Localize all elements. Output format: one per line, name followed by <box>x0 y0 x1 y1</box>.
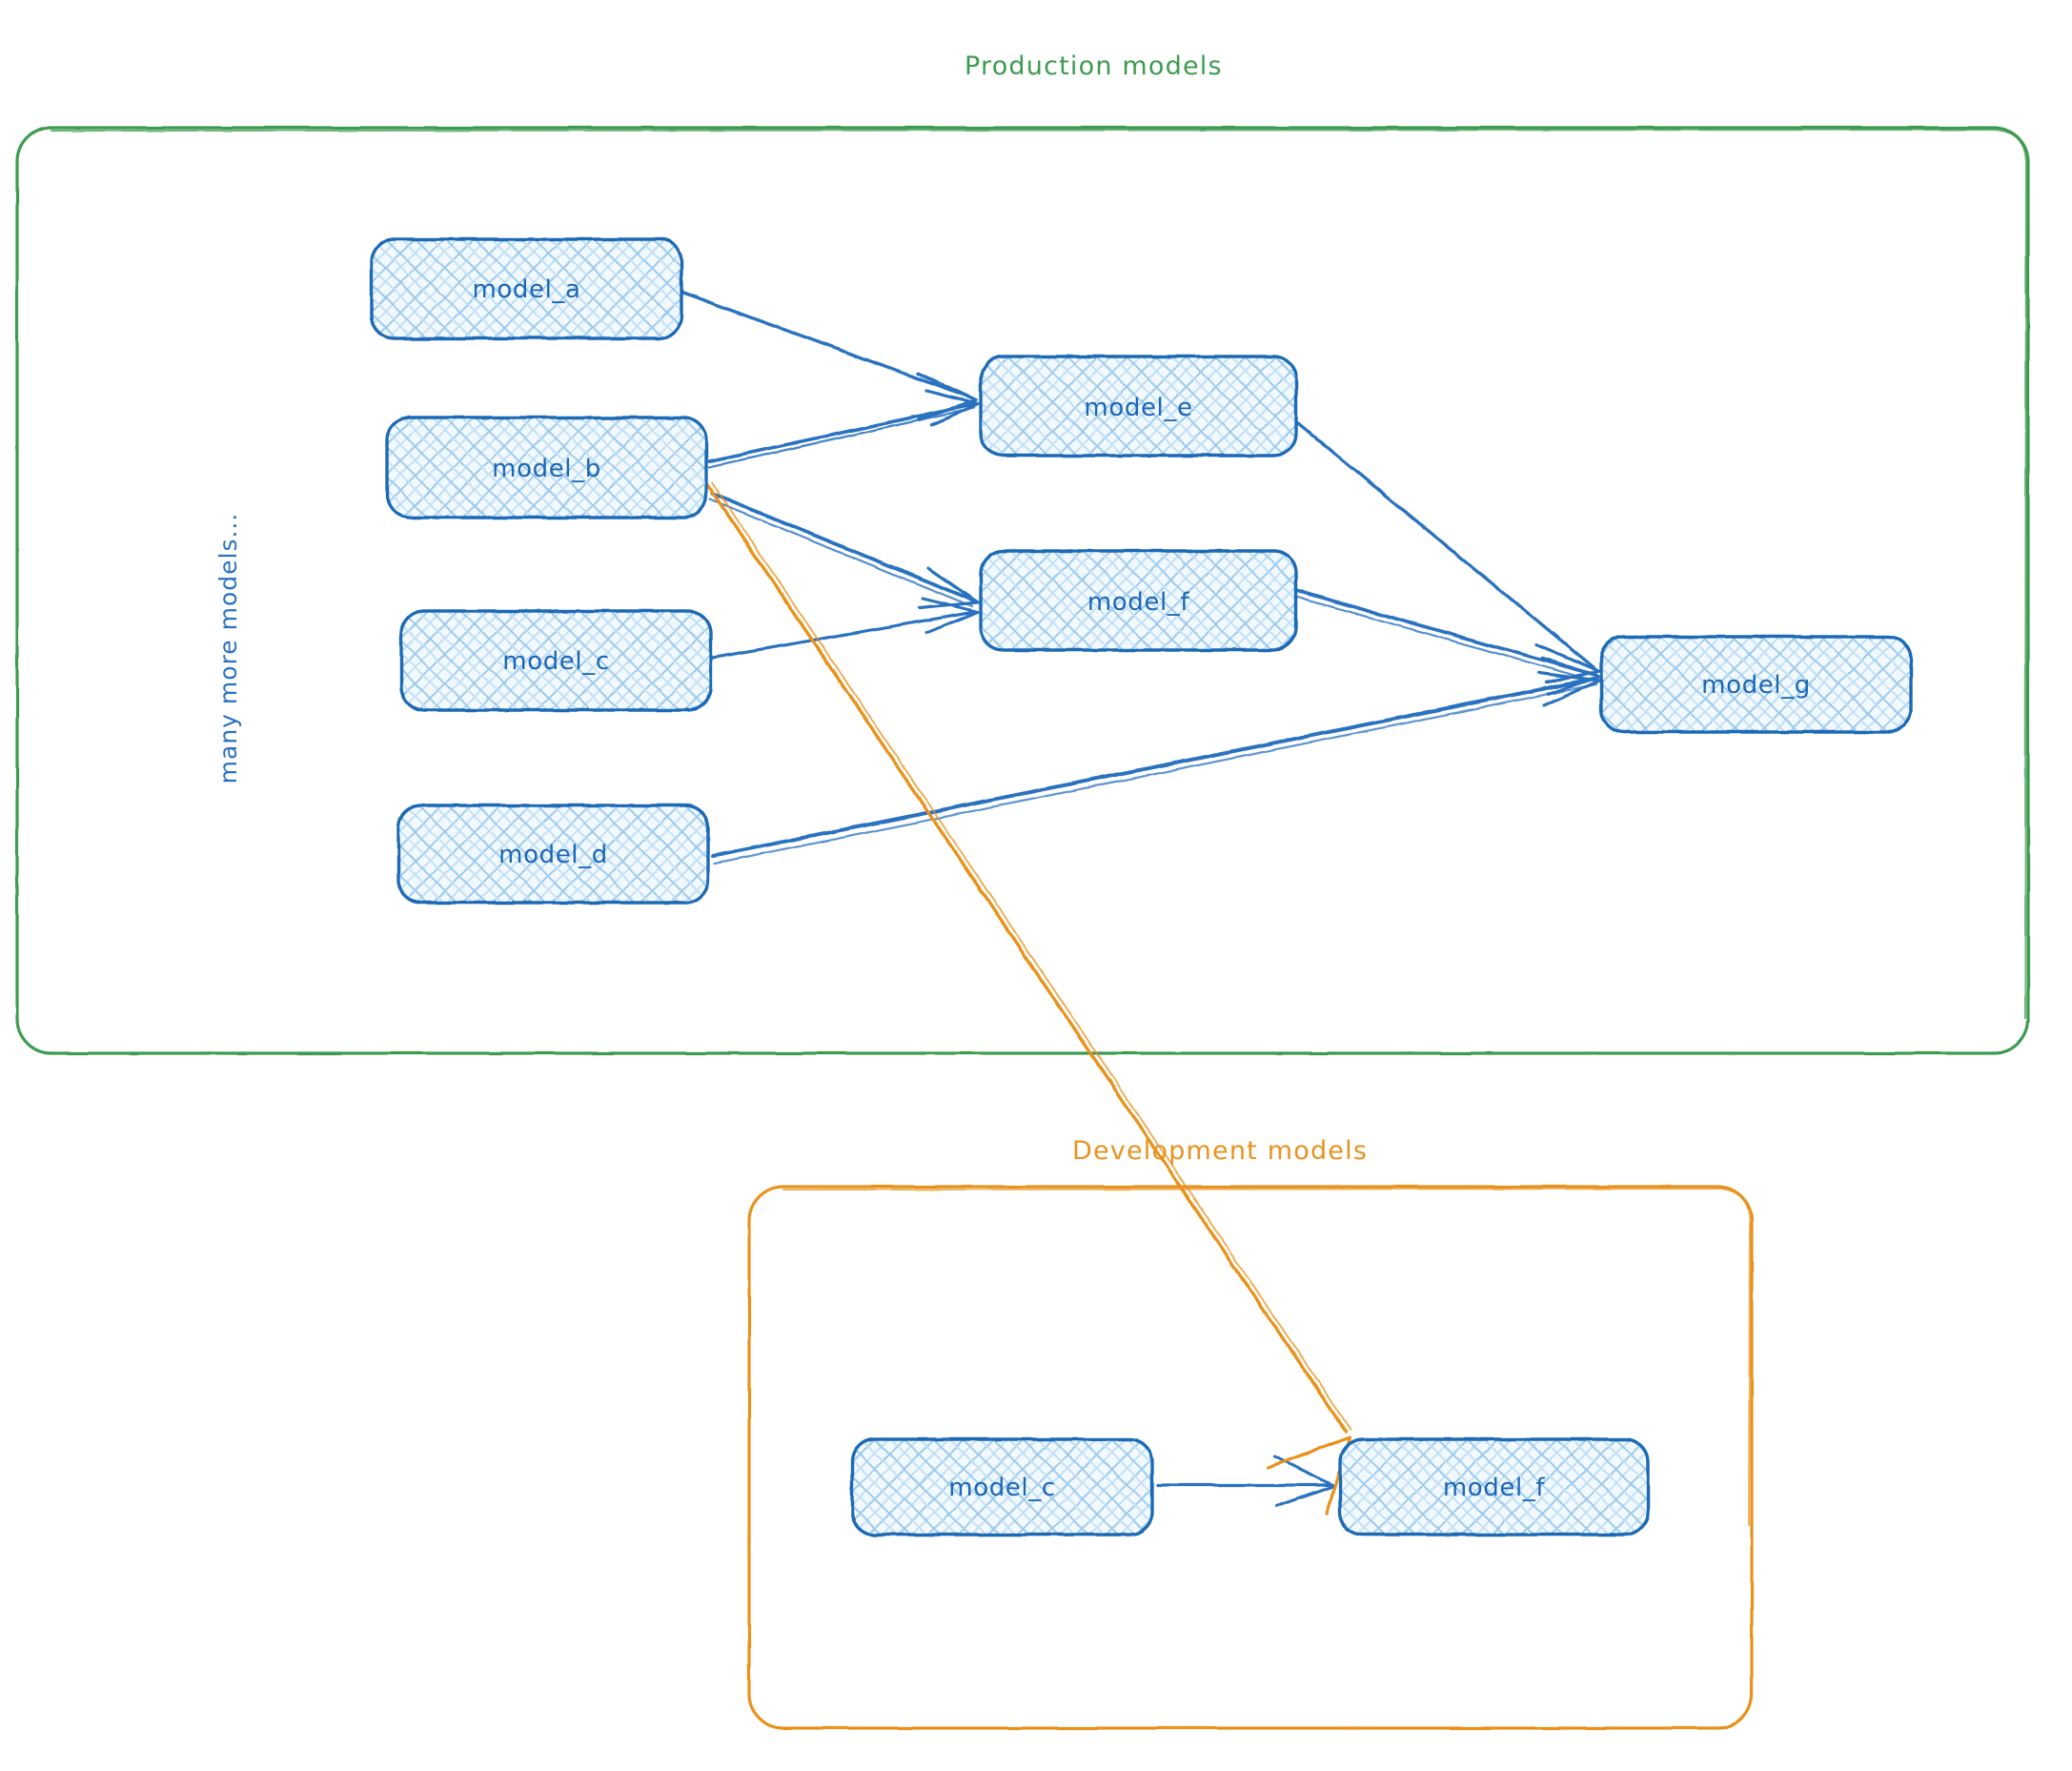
edge-model-d-to-model-g <box>711 671 1601 865</box>
many-more-models-note: many more models... <box>214 513 242 784</box>
edge-model-f-prod-to-model-g <box>1294 589 1601 696</box>
group-development: Development models <box>747 1136 1754 1730</box>
node-model-f-prod-label: model_f <box>1087 588 1190 617</box>
node-model-e[interactable]: model_e <box>979 355 1298 458</box>
node-model-c-dev[interactable]: model_c <box>850 1437 1154 1537</box>
many-more-models-label: many more models... <box>214 513 242 784</box>
node-model-d-shape[interactable] <box>396 804 710 905</box>
node-model-c-prod-shape[interactable] <box>399 609 713 712</box>
node-model-g-shape[interactable] <box>1599 635 1913 734</box>
edge-model-c-dev-to-model-f-dev <box>1156 1455 1336 1508</box>
development-container-border-overstroke <box>782 1187 1752 1527</box>
node-model-a-shape[interactable] <box>370 237 683 340</box>
production-group-title: Production models <box>965 51 1223 81</box>
node-model-f-prod-shape[interactable] <box>979 549 1298 652</box>
edge-model-b-to-model-f-dev <box>705 481 1351 1516</box>
node-model-g-label: model_g <box>1701 671 1811 700</box>
node-model-a-label: model_a <box>472 275 580 304</box>
edge-model-a-to-model-e <box>681 291 978 421</box>
node-model-b-label: model_b <box>492 455 601 483</box>
node-model-a[interactable]: model_a <box>370 237 683 340</box>
node-model-e-shape[interactable] <box>979 355 1298 458</box>
node-model-c-dev-label: model_c <box>948 1474 1055 1502</box>
node-model-f-dev[interactable]: model_f <box>1338 1437 1650 1537</box>
node-model-g[interactable]: model_g <box>1599 635 1913 734</box>
node-model-f-prod[interactable]: model_f <box>979 549 1298 652</box>
node-model-d[interactable]: model_d <box>396 804 710 905</box>
edge-model-b-to-model-f-prod <box>708 492 980 610</box>
node-model-e-label: model_e <box>1084 394 1192 422</box>
development-group-title: Development models <box>1072 1136 1368 1166</box>
node-model-f-dev-label: model_f <box>1443 1474 1546 1502</box>
node-model-d-label: model_d <box>498 841 608 869</box>
node-model-c-prod[interactable]: model_c <box>399 609 713 712</box>
edge-model-c-to-model-f-prod <box>711 597 980 660</box>
production-container-border-overstroke <box>50 128 2028 1020</box>
edges-layer <box>681 291 1601 1516</box>
node-model-b-shape[interactable] <box>385 416 708 519</box>
node-model-f-dev-shape[interactable] <box>1338 1437 1650 1537</box>
node-model-c-dev-shape[interactable] <box>850 1437 1154 1537</box>
production-container-border <box>15 126 2030 1055</box>
development-container-border <box>747 1185 1754 1730</box>
edge-model-b-to-model-e <box>707 389 980 469</box>
edge-model-e-to-model-g <box>1296 421 1601 684</box>
group-production: Production models <box>15 51 2030 1055</box>
node-model-b[interactable]: model_b <box>385 416 708 519</box>
node-model-c-prod-label: model_c <box>502 647 609 676</box>
